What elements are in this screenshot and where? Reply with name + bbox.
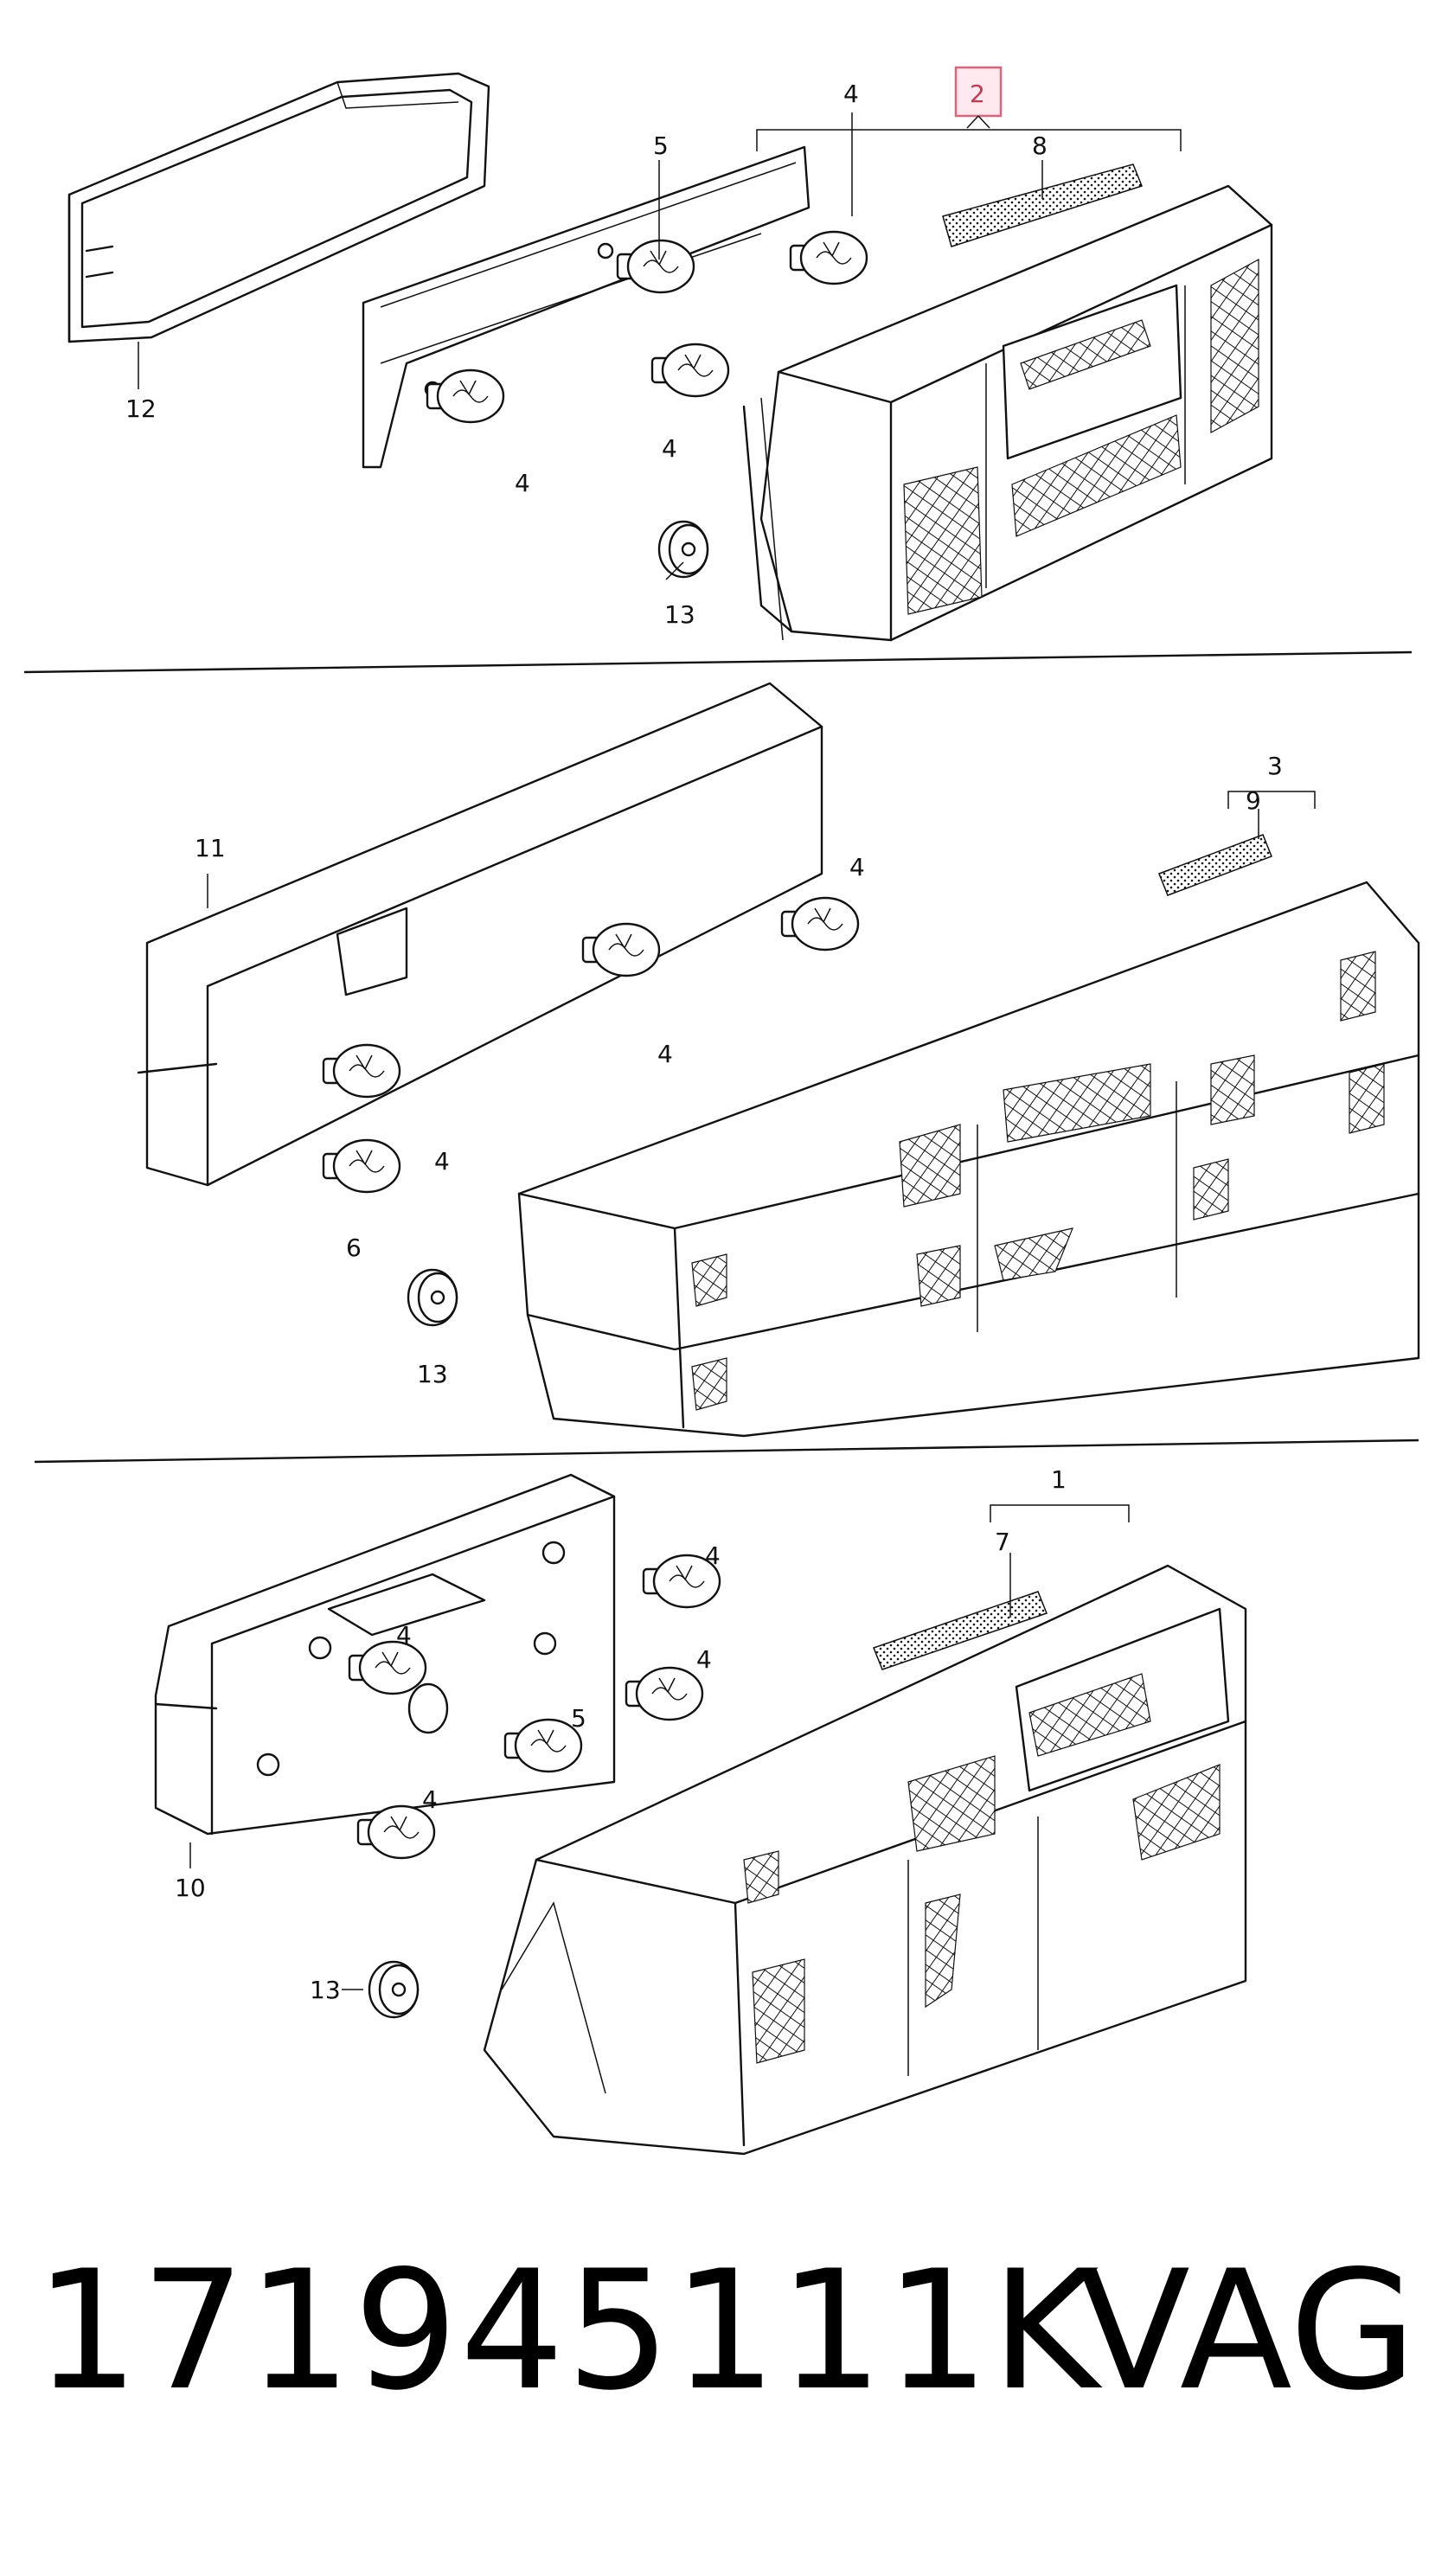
bulb-6-mid xyxy=(322,1138,401,1194)
label-4-mid-left: 4 xyxy=(434,1147,450,1176)
label-4-bot-right: 4 xyxy=(696,1645,712,1674)
highlight-box-2 xyxy=(954,66,1003,118)
label-4-bot-holder: 4 xyxy=(396,1621,412,1650)
label-4-mid-right: 4 xyxy=(849,853,865,881)
divider-bottom xyxy=(34,1439,1419,1464)
label-6: 6 xyxy=(346,1234,362,1262)
label-11: 11 xyxy=(195,834,226,862)
divider-top xyxy=(23,650,1413,674)
label-7: 7 xyxy=(995,1528,1010,1556)
bulb-4-top-left xyxy=(426,368,505,424)
gasket-strip-9 xyxy=(1158,834,1272,896)
bracket-item-1 xyxy=(990,1504,1130,1522)
bulb-4-top-right xyxy=(650,343,730,398)
label-1: 1 xyxy=(1051,1465,1067,1494)
label-10: 10 xyxy=(175,1874,206,1902)
part-number: 171945111K xyxy=(35,2235,1101,2426)
bulb-4-bot-right xyxy=(625,1666,704,1721)
label-4-bot-upper: 4 xyxy=(705,1541,721,1570)
bracket-item-3 xyxy=(1227,791,1316,809)
label-13-top: 13 xyxy=(664,600,695,629)
label-4-bot-lower: 4 xyxy=(422,1785,438,1814)
tail-lamp-lens-top xyxy=(742,184,1273,642)
label-3: 3 xyxy=(1267,752,1283,780)
label-12: 12 xyxy=(125,394,157,423)
bulb-holder-11 xyxy=(137,682,823,1187)
grommet-13-mid xyxy=(407,1268,458,1327)
bulb-carrier-plate xyxy=(362,145,810,469)
gasket-strip-7 xyxy=(873,1591,1048,1670)
label-5-bot: 5 xyxy=(571,1704,586,1733)
brand-name: VAG xyxy=(1078,2235,1417,2426)
bulb-holder-frame xyxy=(67,72,490,343)
grommet-13-bot xyxy=(368,1960,420,2019)
bulb-4-mid-right xyxy=(780,896,860,952)
label-4-top-right: 4 xyxy=(662,434,677,463)
label-4-top-upper: 4 xyxy=(843,80,859,108)
label-4-top-left: 4 xyxy=(515,469,530,497)
label-13-mid: 13 xyxy=(417,1360,448,1388)
bracket-item-2 xyxy=(756,129,1182,151)
section-bottom: 1 7 4 4 4 4 5 10 13 xyxy=(154,1465,1247,2156)
tail-lamp-lens-middle xyxy=(517,881,1420,1438)
tail-lamp-lens-bottom xyxy=(483,1564,1247,2156)
gasket-strip-8 xyxy=(942,163,1143,247)
grommet-13-top xyxy=(657,520,709,579)
section-middle: 11 3 9 4 4 4 6 13 xyxy=(137,682,1420,1438)
label-2: 2 xyxy=(970,80,985,108)
label-4-mid-center: 4 xyxy=(657,1040,673,1068)
section-top: 12 5 4 2 8 4 4 13 xyxy=(67,66,1273,642)
label-8: 8 xyxy=(1032,131,1048,160)
label-5-top: 5 xyxy=(653,131,669,160)
label-9: 9 xyxy=(1246,786,1261,815)
label-13-bot: 13 xyxy=(310,1976,341,2004)
bulb-4-top-upper xyxy=(789,230,868,285)
